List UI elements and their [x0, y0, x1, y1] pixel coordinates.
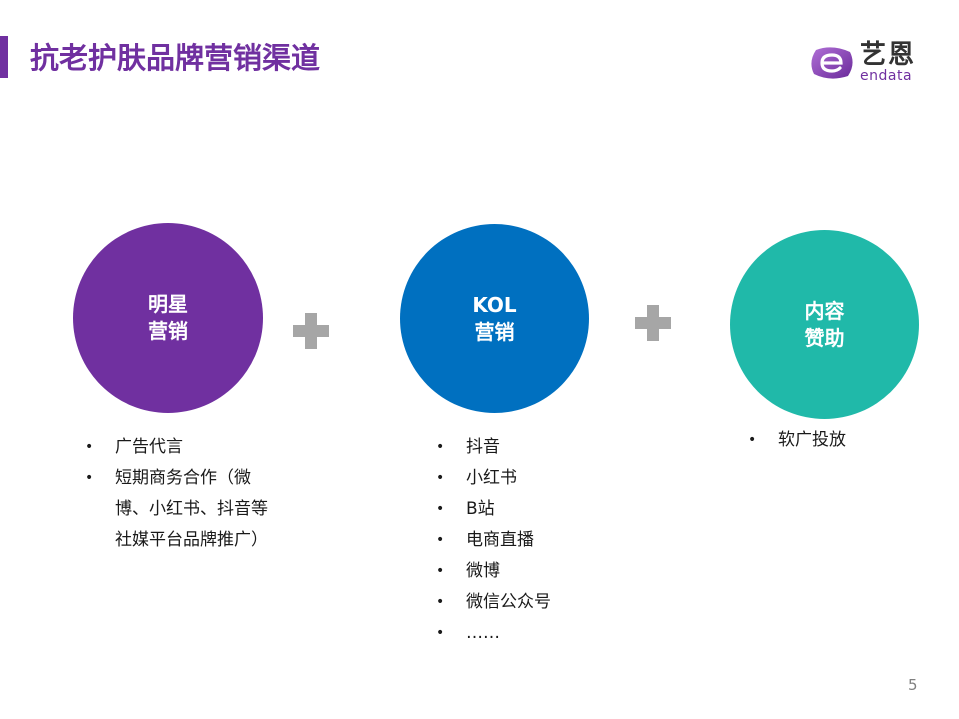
list-item: 广告代言	[85, 432, 275, 463]
title-accent-bar	[0, 36, 8, 78]
list-item: 抖音	[436, 432, 596, 463]
channel-label-line2: 营销	[148, 319, 188, 343]
list-item: 微博	[436, 556, 596, 587]
plus-icon	[293, 313, 329, 349]
list-item: 软广投放	[748, 425, 908, 456]
channel-label-line2: 赞助	[804, 325, 845, 350]
list-item: 短期商务合作（微博、小红书、抖音等社媒平台品牌推广）	[85, 463, 275, 556]
channel-label-line1: 内容	[804, 298, 845, 323]
endata-e-logo-icon	[811, 47, 853, 79]
content-sponsorship-list: 软广投放	[748, 425, 908, 456]
list-item: 微信公众号	[436, 587, 596, 618]
endata-logo: 艺恩 endata	[810, 40, 925, 84]
plus-icon	[635, 305, 671, 341]
list-item: 电商直播	[436, 525, 596, 556]
channel-circle-content-sponsorship: 内容 赞助	[730, 230, 919, 419]
channel-circle-kol-marketing: KOL 营销	[400, 224, 589, 413]
channel-label-line1: 明星	[148, 292, 188, 316]
channel-circle-celebrity-marketing: 明星 营销	[73, 223, 263, 413]
kol-marketing-list: 抖音 小红书 B站 电商直播 微博 微信公众号 ……	[436, 432, 596, 649]
channel-label-line1: KOL	[472, 292, 517, 317]
page-title: 抗老护肤品牌营销渠道	[30, 41, 321, 75]
channel-label-line2: 营销	[474, 319, 515, 344]
page-number: 5	[908, 676, 918, 694]
celebrity-marketing-list: 广告代言 短期商务合作（微博、小红书、抖音等社媒平台品牌推广）	[85, 432, 275, 556]
logo-chinese-text: 艺恩	[860, 40, 917, 70]
list-item: ……	[436, 618, 596, 649]
logo-english-text: endata	[860, 68, 913, 84]
list-item: 小红书	[436, 463, 596, 494]
list-item: B站	[436, 494, 596, 525]
